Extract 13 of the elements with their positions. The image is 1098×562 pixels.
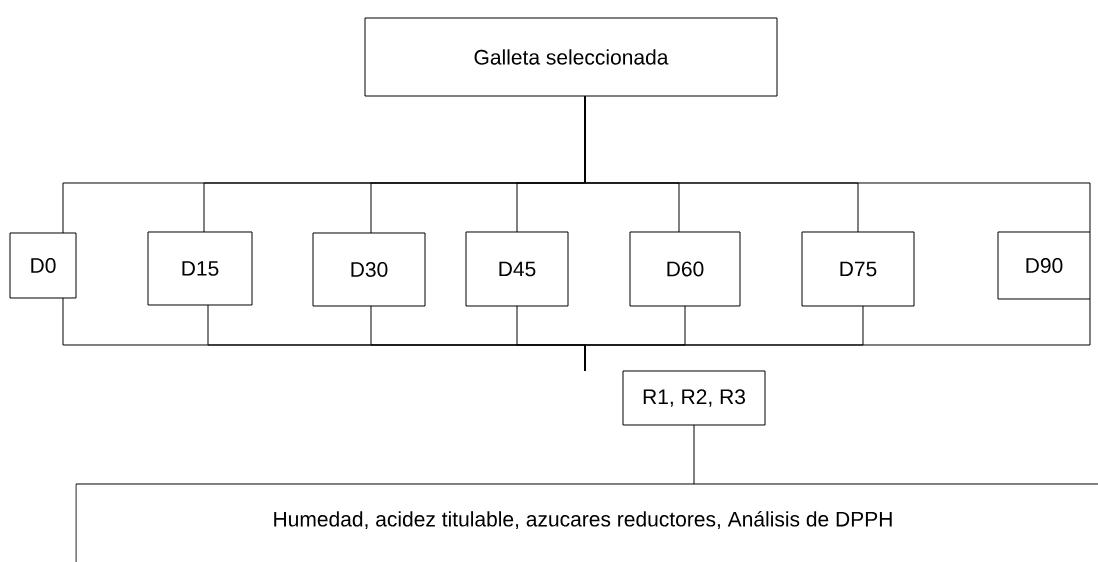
process-box: R1, R2, R3 [622,370,766,426]
process-box: D90 [997,231,1091,300]
process-box: D45 [465,231,569,307]
process-box: D75 [801,231,915,307]
process-box: D60 [629,231,741,307]
process-box: Humedad, acidez titulable, azucares reductores, Análisis de DPPH [75,483,1098,562]
process-box: D15 [147,231,253,306]
process-box: Galleta seleccionada [364,17,778,97]
process-box: D0 [9,232,77,299]
connector-line [693,424,695,485]
process-box: D30 [312,232,426,307]
connector-line [584,95,1091,233]
connector-line [584,298,1091,372]
